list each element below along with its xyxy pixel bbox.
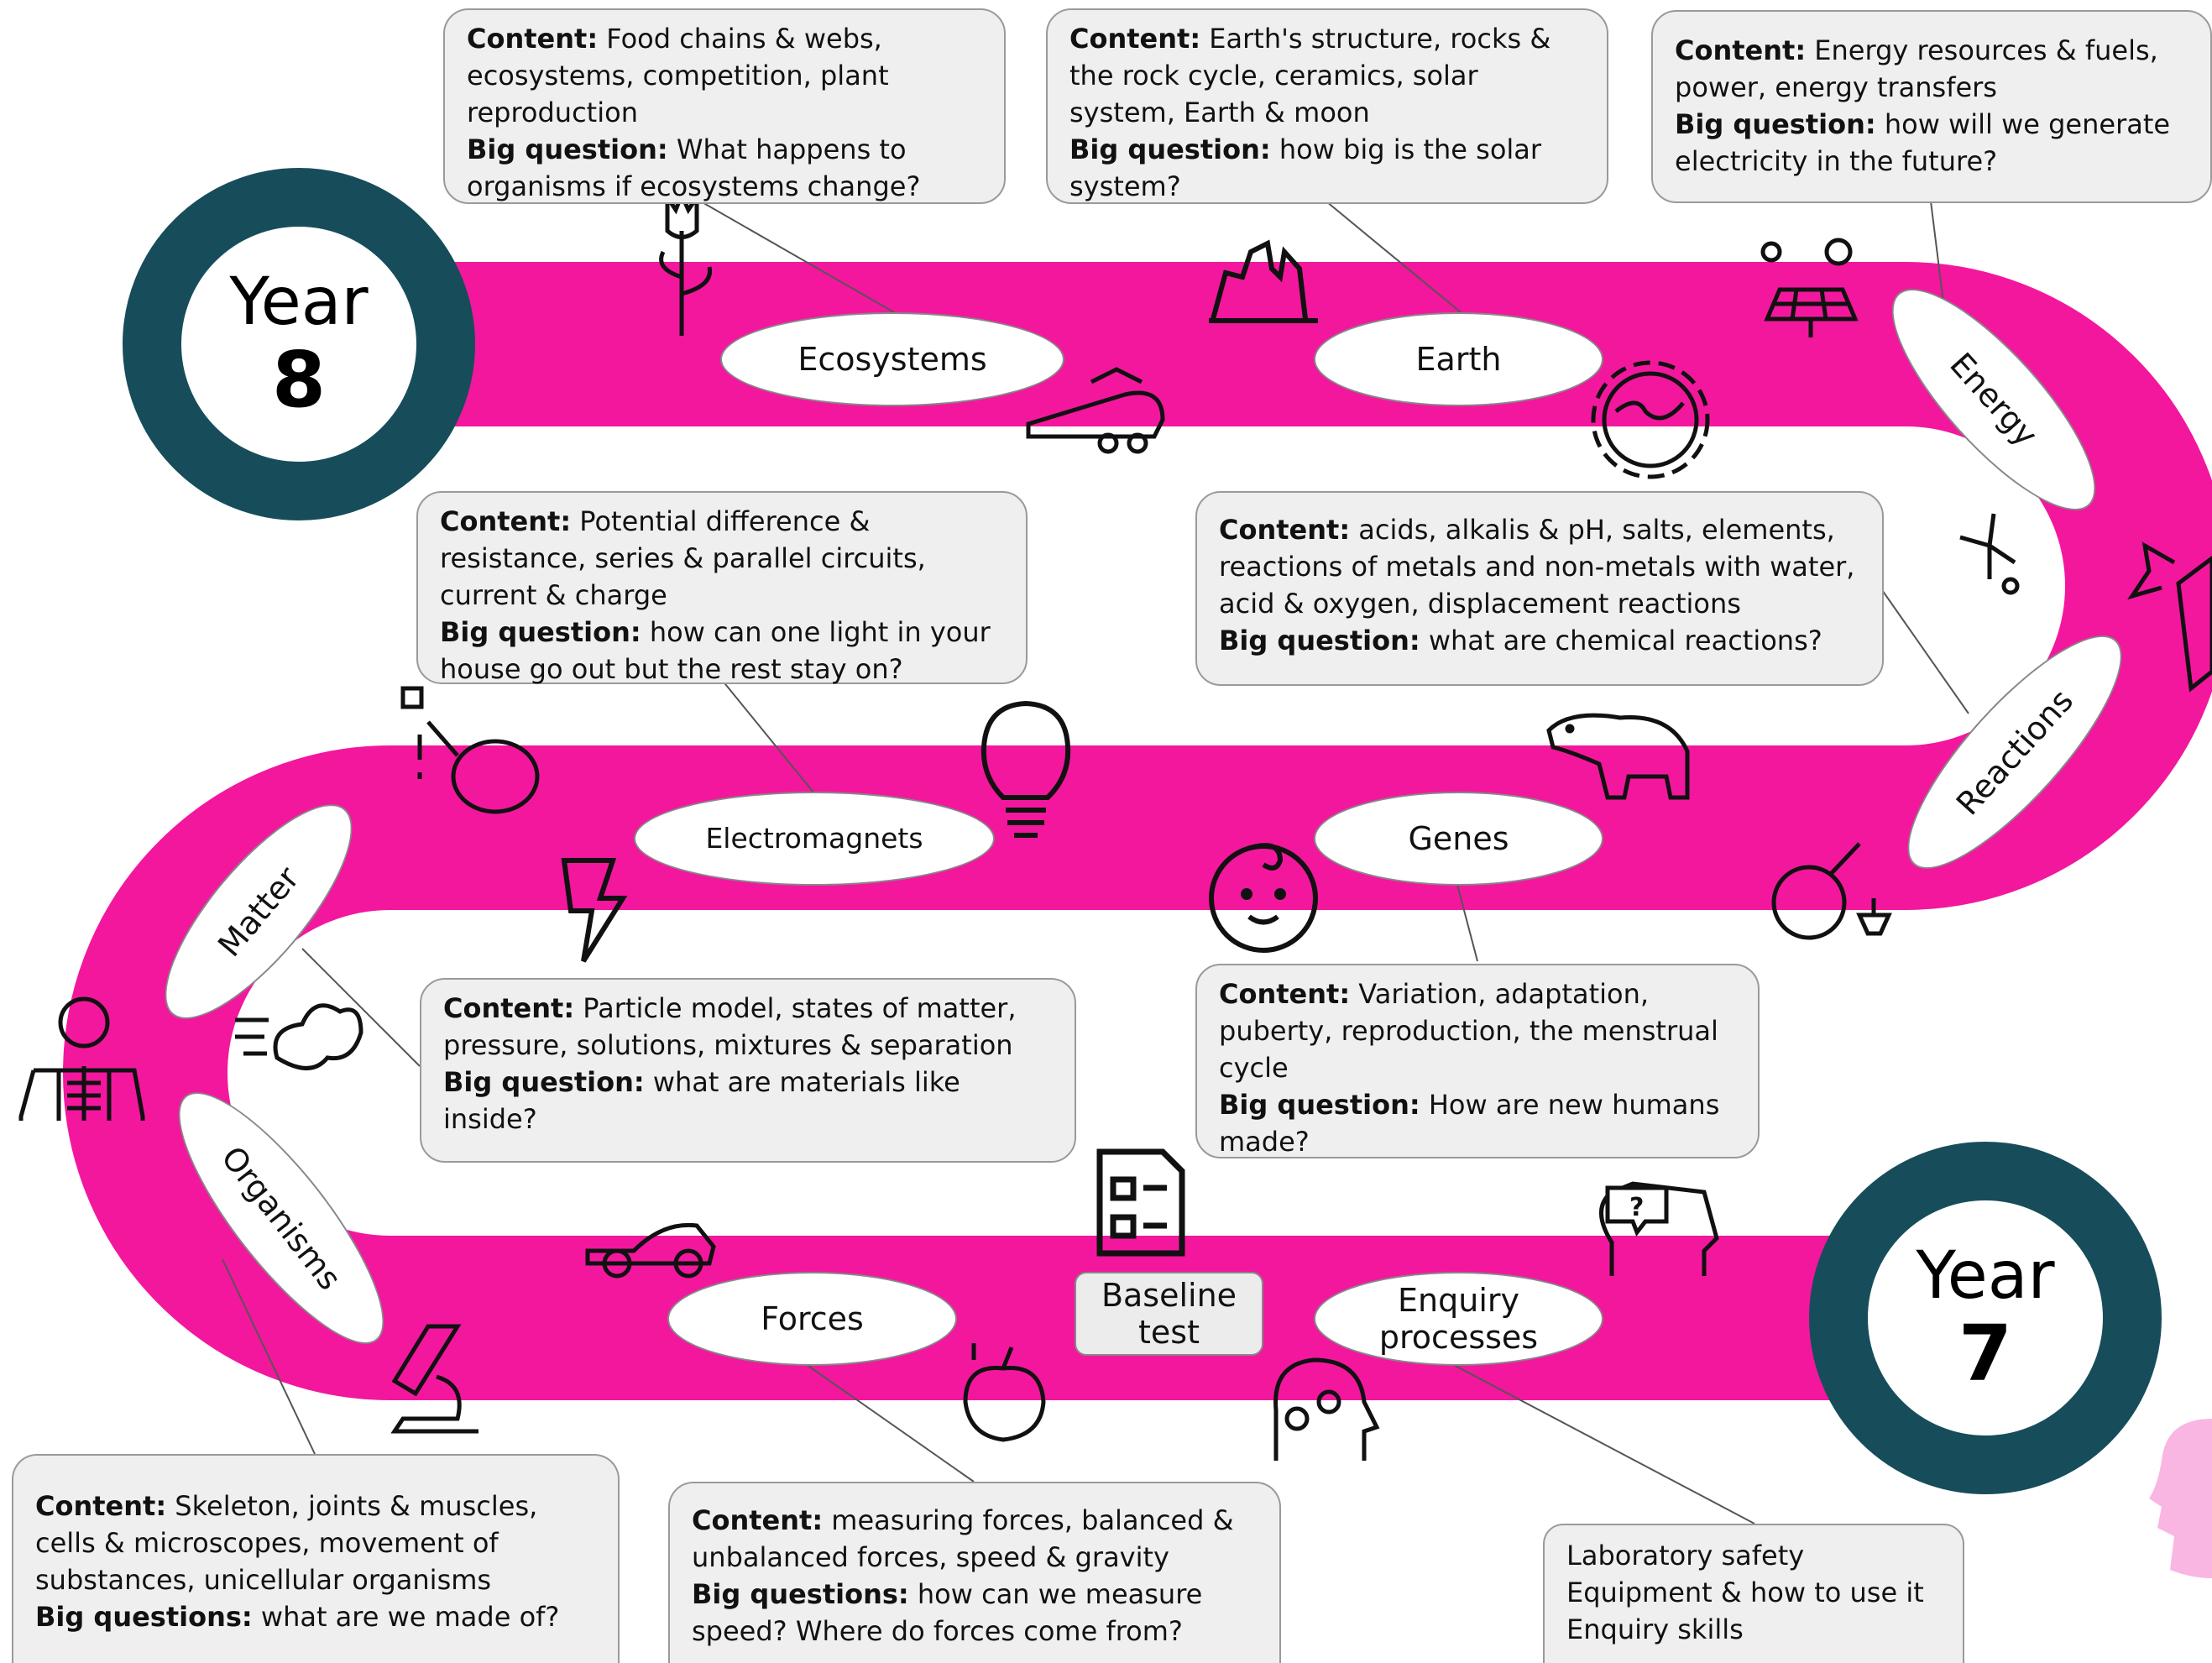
- question-label: Big questions:: [35, 1601, 253, 1633]
- content-text: Food chains & webs, ecosystems, competit…: [467, 23, 889, 128]
- box-energy: Content: Energy resources & fuels, power…: [1651, 10, 2212, 203]
- content-label: Content:: [440, 505, 572, 537]
- decorative-profile: [2149, 1419, 2212, 1578]
- year-7-badge: Year 7: [1809, 1142, 2162, 1494]
- unit-ecosystems[interactable]: Ecosystems: [720, 312, 1064, 406]
- unit-label: Electromagnets: [705, 822, 923, 855]
- skeleton-icon: [18, 996, 145, 1121]
- question-label: Big question:: [1675, 108, 1876, 140]
- unit-label: Enquiry processes: [1378, 1282, 1539, 1356]
- svg-text:?: ?: [1629, 1193, 1644, 1222]
- cloud-wind-icon: [235, 1003, 363, 1070]
- connector-lines: [222, 184, 1969, 1524]
- baby-face-icon: [1209, 843, 1318, 953]
- unit-label: Ecosystems: [797, 341, 987, 378]
- content-label: Content:: [35, 1490, 167, 1522]
- head-question-icon: ?: [1599, 1181, 1719, 1276]
- flask-burner-icon: [1771, 842, 1892, 940]
- lightbulb-icon: [980, 700, 1071, 838]
- year-8-word: Year: [229, 264, 369, 340]
- lightning-icon: [561, 858, 628, 963]
- unit-enquiry-processes[interactable]: Enquiry processes: [1314, 1272, 1603, 1366]
- chemistry-flask-icon: [400, 686, 540, 814]
- content-text: Energy resources & fuels, power, energy …: [1675, 34, 2158, 103]
- wind-turbine-icon: [1959, 513, 2020, 595]
- solar-panel-icon: [1760, 238, 1859, 337]
- box-enquiry: Laboratory safety Equipment & how to use…: [1543, 1524, 1964, 1663]
- question-label: Big question:: [1069, 133, 1271, 165]
- unit-label: Genes: [1408, 820, 1509, 857]
- question-text: what are materials like inside?: [443, 1066, 960, 1135]
- crocodile-icon: [1026, 367, 1165, 454]
- question-label: Big question:: [1219, 1089, 1420, 1121]
- content-text: Earth's structure, rocks & the rock cycl…: [1069, 23, 1551, 128]
- unit-label: Forces: [761, 1300, 864, 1337]
- content-text: Skeleton, joints & muscles, cells & micr…: [35, 1490, 538, 1596]
- content-label: Content:: [443, 992, 575, 1024]
- box-reactions: Content: acids, alkalis & pH, salts, ele…: [1195, 491, 1884, 686]
- box-genes: Content: Variation, adaptation, puberty,…: [1195, 964, 1760, 1158]
- question-text: how will we generate electricity in the …: [1675, 108, 2171, 177]
- globe-icon: [1591, 360, 1710, 479]
- question-text: how big is the solar system?: [1069, 133, 1542, 202]
- content-text: Variation, adaptation, puberty, reproduc…: [1219, 978, 1718, 1084]
- car-icon: [585, 1222, 716, 1279]
- content-label: Content:: [1675, 34, 1807, 66]
- content-text: Potential difference & resistance, serie…: [440, 505, 926, 611]
- content-label: Content:: [1069, 23, 1201, 55]
- content-text: measuring forces, balanced & unbalanced …: [692, 1504, 1234, 1573]
- question-label: Big question:: [467, 133, 668, 165]
- enquiry-line-2: Equipment & how to use it: [1566, 1577, 1924, 1608]
- box-organisms: Content: Skeleton, joints & muscles, cel…: [12, 1454, 620, 1663]
- unit-electromagnets[interactable]: Electromagnets: [634, 792, 995, 886]
- unit-earth[interactable]: Earth: [1314, 312, 1603, 406]
- box-electromagnets: Content: Potential difference & resistan…: [416, 491, 1028, 685]
- question-text: How are new humans made?: [1219, 1089, 1720, 1158]
- content-label: Content:: [1219, 514, 1351, 546]
- year-7-number: 7: [1958, 1309, 2012, 1399]
- question-text: how can one light in your house go out b…: [440, 616, 991, 685]
- baseline-test[interactable]: Baseline test: [1075, 1272, 1263, 1356]
- enquiry-line-3: Enquiry skills: [1566, 1613, 1744, 1645]
- apple-icon: [963, 1343, 1046, 1442]
- content-label: Content:: [1219, 978, 1351, 1010]
- unit-label: Earth: [1415, 341, 1502, 378]
- year-7-word: Year: [1916, 1238, 2055, 1314]
- question-label: Big questions:: [692, 1578, 909, 1610]
- unit-genes[interactable]: Genes: [1314, 792, 1603, 886]
- year-8-badge: Year 8: [123, 168, 475, 520]
- checklist-icon: [1096, 1148, 1185, 1257]
- question-text: how can we measure speed? Where do force…: [692, 1578, 1203, 1647]
- year-8-number: 8: [271, 335, 326, 425]
- content-text: acids, alkalis & pH, salts, elements, re…: [1219, 514, 1855, 620]
- journey-road: [63, 262, 2212, 1400]
- question-text: what are we made of?: [252, 1601, 560, 1633]
- unit-forces[interactable]: Forces: [667, 1272, 957, 1366]
- baseline-label: Baseline test: [1101, 1277, 1237, 1351]
- box-forces: Content: measuring forces, balanced & un…: [668, 1482, 1281, 1663]
- box-ecosystems: Content: Food chains & webs, ecosystems,…: [443, 8, 1006, 204]
- test-tube-icon: [2127, 541, 2212, 693]
- content-label: Content:: [692, 1504, 824, 1536]
- content-label: Content:: [467, 23, 599, 55]
- city-skyline-icon: [1209, 239, 1318, 323]
- box-earth: Content: Earth's structure, rocks & the …: [1046, 8, 1608, 204]
- question-label: Big question:: [440, 616, 641, 648]
- question-text: What happens to organisms if ecosystems …: [467, 133, 921, 202]
- microscope-icon: [390, 1324, 478, 1434]
- box-matter: Content: Particle model, states of matte…: [420, 978, 1076, 1163]
- question-label: Big question:: [443, 1066, 645, 1098]
- polar-bear-icon: [1546, 713, 1690, 800]
- question-label: Big question:: [1219, 625, 1420, 656]
- brain-gears-icon: [1273, 1357, 1380, 1461]
- tulip-icon: [659, 189, 713, 336]
- content-text: Particle model, states of matter, pressu…: [443, 992, 1017, 1061]
- enquiry-line-1: Laboratory safety: [1566, 1540, 1805, 1571]
- question-text: what are chemical reactions?: [1420, 625, 1822, 656]
